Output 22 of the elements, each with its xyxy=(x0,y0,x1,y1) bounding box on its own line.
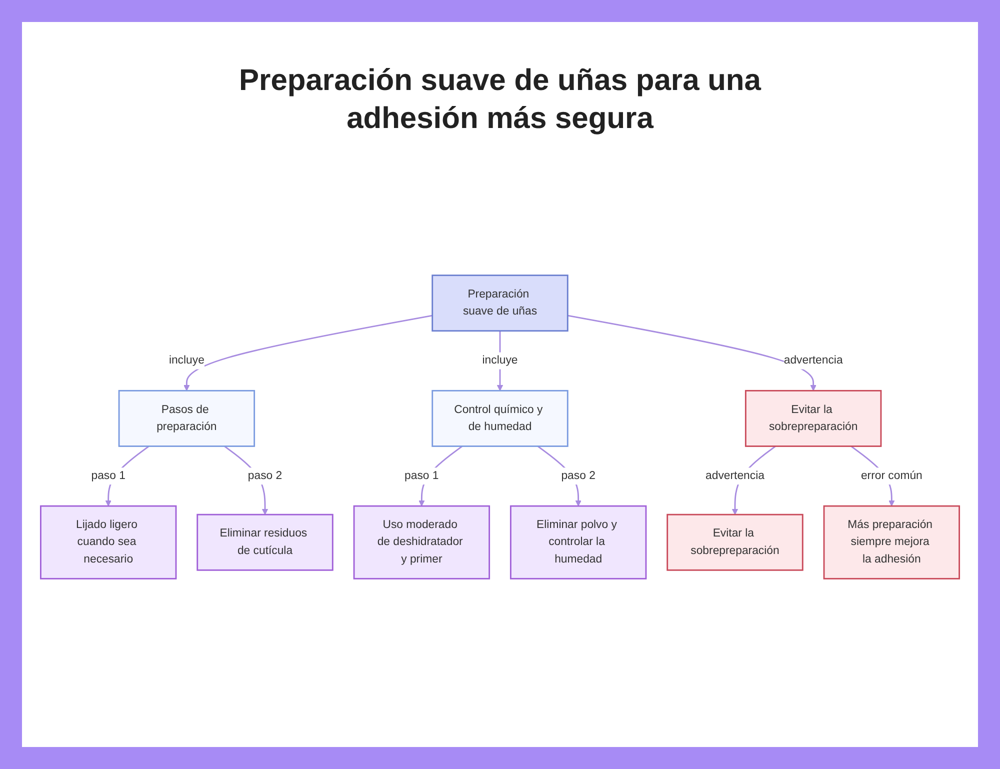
node-box: Pasos de preparación xyxy=(118,390,256,447)
arrow xyxy=(184,314,432,391)
edge-label: paso 1 xyxy=(91,470,126,482)
node-box: Evitar la sobrepreparación xyxy=(744,390,882,447)
edge-label: paso 1 xyxy=(404,470,439,482)
edge-label: incluye xyxy=(482,354,518,366)
node-box: Uso moderado de deshidratador y primer xyxy=(353,505,490,580)
edge-label: advertencia xyxy=(784,354,843,366)
edge-label: error común xyxy=(860,470,922,482)
node-box: Control químico y de humedad xyxy=(432,390,568,447)
node-box: Evitar la sobrepreparación xyxy=(666,514,804,571)
arrow xyxy=(568,314,816,391)
node-box: Lijado ligero cuando sea necesario xyxy=(40,505,177,580)
node-box: Preparación suave de uñas xyxy=(432,274,568,332)
edge-label: paso 2 xyxy=(561,470,596,482)
node-box: Más preparación siempre mejora la adhesión xyxy=(823,505,960,580)
edge-label: paso 2 xyxy=(248,470,282,482)
diagram-title: Preparación suave de uñas para una adhesión más segura xyxy=(238,63,762,136)
edge-label: incluye xyxy=(168,354,204,366)
edge-label: advertencia xyxy=(706,470,764,482)
node-box: Eliminar residuos de cutícula xyxy=(196,514,334,571)
node-box: Eliminar polvo y controlar la humedad xyxy=(510,505,647,580)
